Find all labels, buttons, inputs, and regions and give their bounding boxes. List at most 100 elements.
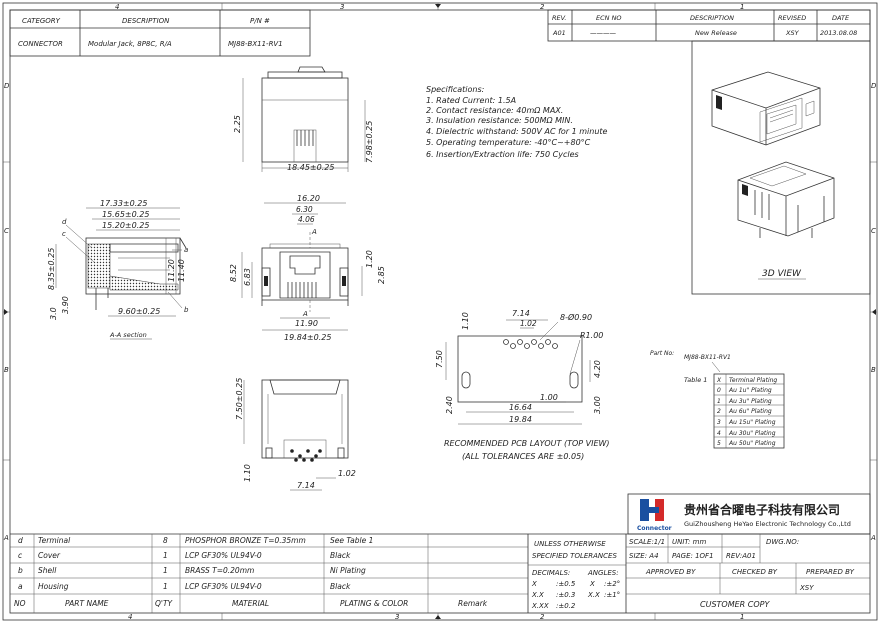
side-dim-b3: 9.60±0.25 — [118, 307, 160, 316]
pcb-dim-w2: 1.02 — [520, 319, 537, 328]
spec-item-3: 3. Insulation resistance: 500MΩ MIN. — [426, 116, 573, 125]
bom-row-d-qty: 8 — [163, 536, 168, 545]
front-cut-a-bottom: A — [302, 310, 308, 318]
tol-r1a: X — [531, 580, 537, 588]
rev-value: A01 — [552, 29, 566, 37]
tol-r1c: X — [589, 580, 595, 588]
bom-header-qty: Q'TY — [155, 599, 174, 608]
bom-row-c-no: c — [18, 551, 23, 560]
pn-header: P/N # — [250, 17, 270, 25]
part-no-label: Part No: — [650, 350, 674, 357]
bottom-block: d Terminal 8 PHOSPHOR BRONZE T=0.35mm Se… — [10, 533, 870, 613]
category-header: CATEGORY — [22, 17, 61, 25]
front-dim-w2: 6.30 — [296, 205, 313, 214]
row-left-c: C — [4, 227, 9, 235]
top-dim-h1: 2.25 — [233, 115, 242, 133]
pcb-dim-w3: 1.00 — [540, 393, 558, 402]
side-dim-d3: 15.20±0.25 — [102, 221, 149, 230]
info-prepared: PREPARED BY — [806, 568, 855, 576]
col-bottom-4: 4 — [128, 613, 132, 621]
plating-header-x: X — [716, 377, 722, 384]
contacts-front — [287, 282, 317, 298]
info-scale: SCALE:1/1 — [629, 538, 665, 546]
bom-row-c-qty: 1 — [163, 551, 168, 560]
spec-item-6: 6. Insertion/Extraction life: 750 Cycles — [426, 150, 579, 159]
plating-row-5-v: Au 50u" Plating — [728, 440, 776, 447]
bom-header-remark: Remark — [458, 599, 488, 608]
front-dim-h4: 2.85 — [377, 266, 386, 284]
jack-3d-back — [737, 161, 835, 238]
bom-row-d-name: Terminal — [38, 536, 71, 545]
col-top-3: 3 — [340, 3, 344, 11]
bom-row-a-plating: Black — [330, 582, 351, 591]
spec-item-5: 5. Operating temperature: -40°C~+80°C — [426, 138, 591, 147]
bom-row-a-no: a — [18, 582, 23, 591]
info-checked: CHECKED BY — [732, 568, 778, 576]
tol-r1d: :±2° — [604, 580, 620, 588]
plating-row-3-x: 3 — [717, 419, 721, 426]
pcb-radius-label: R1.00 — [580, 331, 603, 340]
plating-row-2-x: 2 — [717, 408, 721, 415]
title-block-left: CATEGORY DESCRIPTION P/N # CONNECTOR Mod… — [9, 9, 311, 57]
side-label-c: c — [62, 230, 66, 238]
tol-r1b: :±0.5 — [556, 580, 576, 588]
tol-line-2: SPECIFIED TOLERANCES — [532, 552, 617, 560]
spec-item-1: 1. Rated Current: 1.5A — [426, 96, 516, 105]
side-section-view: d c b a 17.33±0.25 15.65±0.25 15.20±0.25… — [47, 199, 189, 340]
row-left-d: D — [4, 82, 10, 90]
spec-item-4: 4. Dielectric withstand: 500V AC for 1 m… — [426, 127, 608, 136]
side-section-caption: A-A section — [109, 331, 147, 339]
side-dim-h2: 11.20 — [167, 259, 176, 282]
spec-title: Specifications: — [426, 85, 485, 94]
front-view: A A 16.20 6.30 4.06 11.90 19.84±0.25 8.5… — [229, 194, 386, 342]
info-preparer: XSY — [799, 584, 814, 592]
bottom-dim-w2: 7.14 — [297, 481, 315, 490]
ecn-header: ECN NO — [596, 14, 622, 22]
plating-row-0-v: Au 1u" Plating — [728, 387, 772, 394]
col-top-4: 4 — [115, 3, 119, 11]
side-dim-h1: 8.35±0.25 — [47, 248, 56, 290]
bom-row-d-plating: See Table 1 — [330, 536, 373, 545]
bom-row-a-material: LCP GF30% UL94V-0 — [185, 582, 262, 591]
pcb-dim-h1: 1.10 — [461, 312, 470, 330]
pcb-caption-2: (ALL TOLERANCES ARE ±0.05) — [462, 452, 584, 461]
col-bottom-1: 1 — [740, 613, 744, 621]
tol-line-1: UNLESS OTHERWISE — [534, 540, 606, 548]
company-name-en: GuiZhousheng HeYao Electronic Technology… — [684, 520, 851, 528]
bottom-dim-h1: 7.50±0.25 — [235, 378, 244, 420]
front-dim-w5: 19.84±0.25 — [284, 333, 331, 342]
front-dim-h3: 1.20 — [365, 250, 374, 268]
description-header: DESCRIPTION — [122, 17, 170, 25]
front-cut-a-top: A — [311, 228, 317, 236]
pcb-dim-h3: 4.20 — [593, 360, 602, 378]
side-label-d: d — [62, 218, 67, 226]
tol-r2d: :±1° — [604, 591, 620, 599]
plating-row-0-x: 0 — [717, 387, 721, 394]
rev-desc-value: New Release — [695, 29, 737, 37]
row-right-a: A — [870, 534, 876, 542]
plating-row-5-x: 5 — [717, 440, 721, 447]
bom-row-b-name: Shell — [38, 566, 57, 575]
side-label-b: b — [184, 306, 189, 314]
plating-table-caption: Table 1 — [684, 376, 707, 384]
bom-header-material: MATERIAL — [232, 599, 269, 608]
bottom-dim-h2: 1.10 — [243, 464, 252, 482]
description-value: Modular Jack, 8P8C, R/A — [88, 40, 172, 48]
col-bottom-2: 2 — [540, 613, 545, 621]
bom-row-b-no: b — [18, 566, 23, 575]
side-label-a: a — [184, 246, 188, 254]
pcb-dim-w4: 16.64 — [509, 403, 532, 412]
info-rev: REV:A01 — [726, 552, 756, 560]
info-page: PAGE: 1OF1 — [672, 552, 714, 560]
tol-angles: ANGLES: — [587, 569, 619, 577]
plating-row-3-v: Au 15u" Plating — [728, 419, 776, 426]
side-dim-b1: 3.0 — [49, 307, 58, 320]
info-dwg: DWG.NO: — [766, 538, 799, 546]
bom-row-a-qty: 1 — [163, 582, 168, 591]
bom-row-a-name: Housing — [38, 582, 69, 591]
category-value: CONNECTOR — [18, 40, 63, 48]
front-dim-w4: 11.90 — [295, 319, 318, 328]
row-right-b: B — [871, 366, 876, 374]
